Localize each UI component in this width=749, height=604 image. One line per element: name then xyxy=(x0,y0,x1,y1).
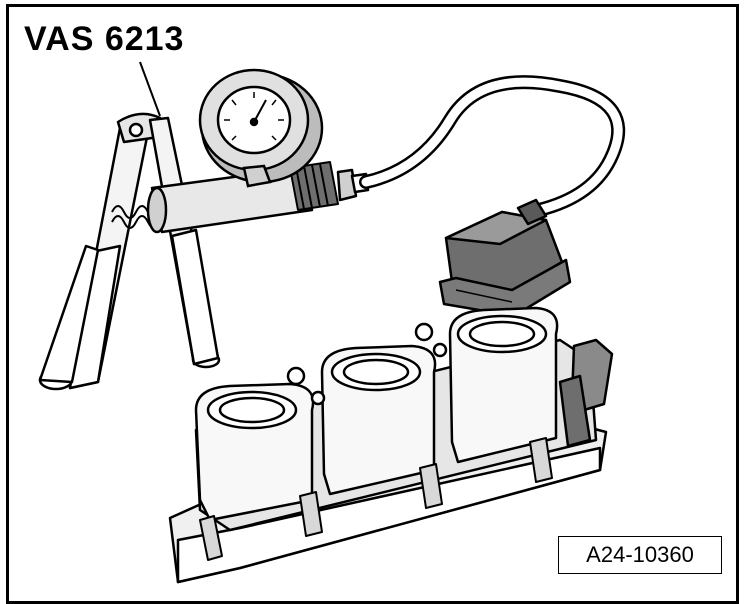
adapter-collar xyxy=(438,258,572,318)
gauge-stem xyxy=(242,164,272,188)
pump-pivot-pin xyxy=(128,122,144,138)
vacuum-hose xyxy=(359,75,626,219)
intake-manifold xyxy=(168,306,614,584)
tool-designation-label: VAS 6213 xyxy=(24,20,185,58)
adapter-top xyxy=(444,210,548,246)
vacuum-gauge xyxy=(198,68,324,188)
figure-reference-id: A24-10360 xyxy=(558,536,722,574)
adapter-hose-fitting xyxy=(516,198,548,226)
gauge-dial-ticks xyxy=(224,92,284,141)
pump-cylinder-end xyxy=(146,186,168,234)
hand-vacuum-pump xyxy=(38,112,370,391)
actuator-connector xyxy=(558,374,592,448)
pump-coupling-ribs xyxy=(289,161,339,211)
manifold-bolt-bosses xyxy=(286,322,448,406)
manifold-flange-ribs xyxy=(199,437,553,561)
adapter-cap xyxy=(438,198,572,318)
label-leader-line xyxy=(139,61,161,117)
